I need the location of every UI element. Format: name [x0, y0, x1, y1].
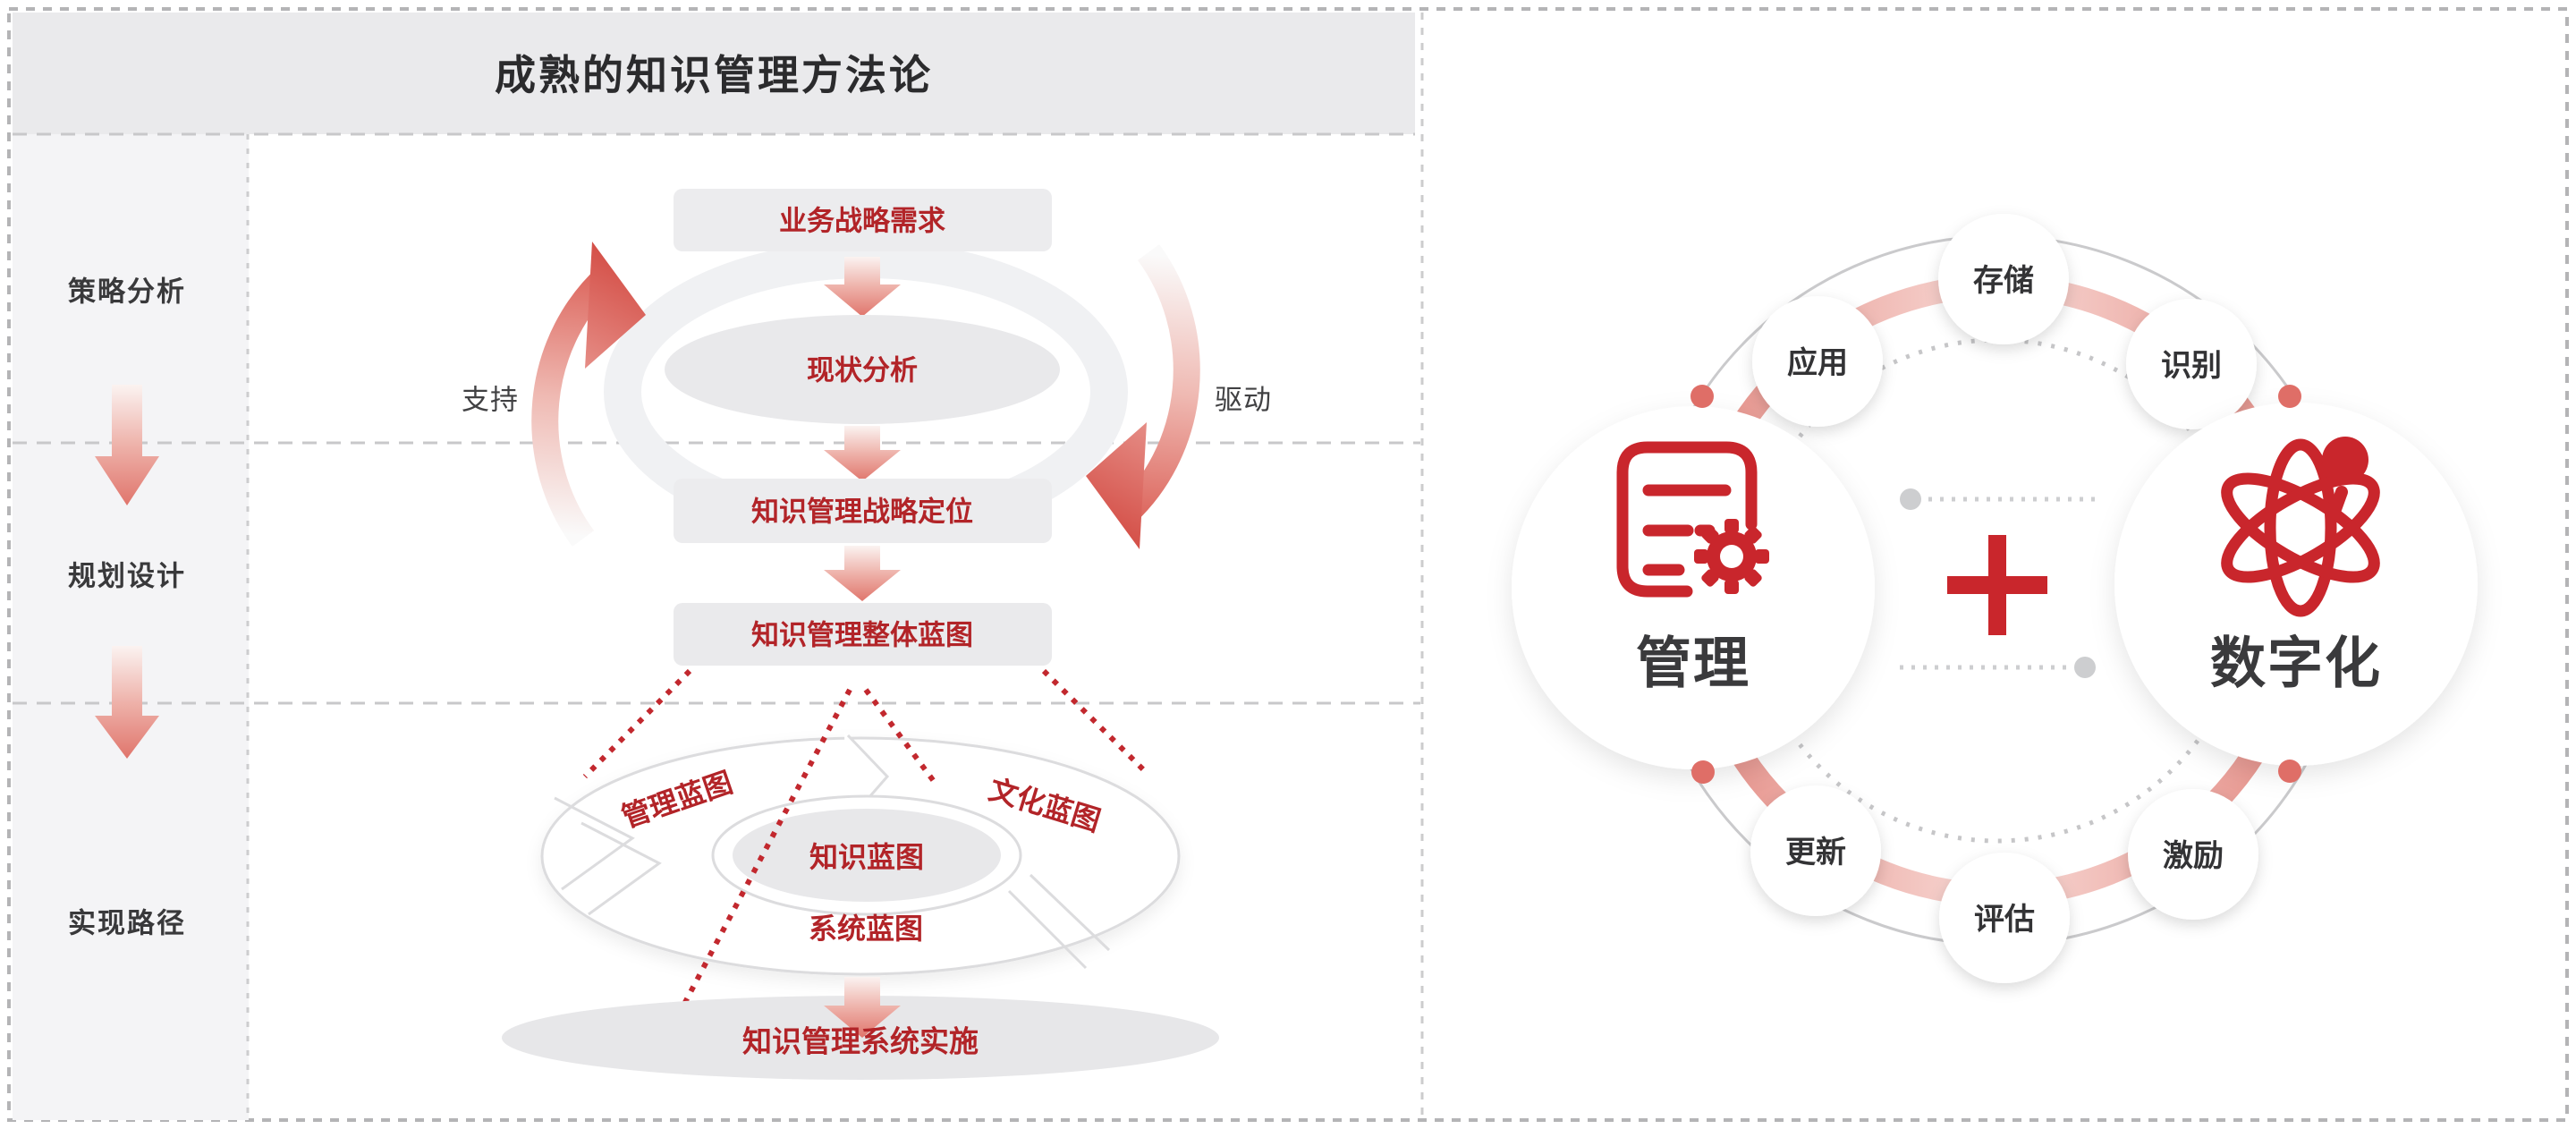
junction-dot-2 — [1691, 760, 1715, 784]
header-band — [13, 13, 1415, 134]
flow-arrow-3 — [824, 546, 901, 601]
methodology-panel: 成熟的知识管理方法论 策略分析 规划设计 实现路径 支持 驱动 业务战略需求 现… — [13, 13, 1424, 1120]
stage-label-planning: 规划设计 — [68, 561, 186, 592]
stage-sidebar — [13, 134, 249, 1120]
flow-box-business-strategy-label: 业务战略需求 — [779, 206, 945, 237]
flow-ellipse-current-state-label: 现状分析 — [807, 355, 918, 386]
cycle-arrow-left — [531, 242, 646, 547]
junction-dot-1 — [1690, 385, 1714, 408]
flow-box-km-positioning — [674, 479, 1052, 543]
node-label-store: 存储 — [1973, 264, 2034, 298]
digital-label: 数字化 — [2210, 633, 2382, 695]
management-label: 管理 — [1636, 633, 1750, 695]
management-digital-panel: 应用 存储 识别 更新 评估 激励 — [1512, 214, 2478, 983]
plus-icon — [1947, 535, 2047, 635]
projection-line-3 — [863, 688, 938, 785]
cycle-nodes: 应用 存储 识别 更新 评估 激励 — [1750, 214, 2258, 983]
stage-arrow-1 — [95, 385, 159, 505]
node-label-evaluate: 评估 — [1974, 903, 2035, 937]
node-label-apply: 应用 — [1787, 346, 1848, 380]
node-label-update: 更新 — [1785, 836, 1846, 870]
projection-line-4 — [1041, 668, 1149, 776]
pie-gap-left-a — [554, 796, 635, 891]
cycle-label-support: 支持 — [462, 385, 519, 416]
cycle-label-drive: 驱动 — [1215, 385, 1272, 416]
node-label-incentive: 激励 — [2163, 839, 2224, 873]
junction-dot-4 — [2278, 760, 2301, 783]
flow-arrow-4 — [824, 977, 901, 1038]
stage-label-implementation: 实现路径 — [68, 908, 186, 939]
blueprint-label-system: 系统蓝图 — [809, 913, 923, 945]
center-connectors — [1900, 488, 2096, 678]
document-gear-icon — [1616, 441, 1769, 598]
flow-box-km-positioning-label: 知识管理战略定位 — [751, 497, 973, 528]
projection-line-1 — [582, 668, 692, 779]
node-circle-update — [1750, 785, 1881, 916]
projection-lines — [582, 668, 1149, 1011]
stage-arrow-2 — [95, 646, 159, 759]
node-circle-evaluate — [1939, 853, 2070, 983]
implementation-ellipse — [502, 996, 1219, 1080]
connector-dot-right — [2074, 657, 2096, 678]
implementation-label: 知识管理系统实施 — [742, 1025, 979, 1058]
flow-arrow-2 — [824, 426, 901, 481]
connector-dot-left — [1900, 488, 1921, 510]
pie-gap-left-b — [580, 821, 662, 916]
flow-arrow-1 — [824, 257, 901, 317]
node-label-identify: 识别 — [2161, 349, 2222, 383]
flow-box-business-strategy — [674, 189, 1052, 251]
junction-dots — [1690, 385, 2301, 784]
pie-gap-right-b — [1029, 873, 1111, 952]
pie-inner-ellipse — [733, 809, 1001, 902]
blueprint-label-knowledge: 知识蓝图 — [809, 841, 924, 873]
node-circle-store — [1938, 214, 2069, 344]
node-circle-incentive — [2128, 789, 2258, 920]
junction-dot-3 — [2278, 385, 2301, 408]
pie-gap-right-a — [1007, 889, 1088, 970]
flow-ellipse-current-state — [665, 315, 1060, 424]
outer-dashed-border — [7, 7, 2569, 1122]
stage-label-analysis: 策略分析 — [68, 276, 186, 308]
node-circle-identify — [2126, 299, 2257, 429]
flow-box-km-blueprint-label: 知识管理整体蓝图 — [751, 620, 973, 651]
node-circle-apply — [1752, 296, 1883, 427]
digital-circle — [2114, 403, 2478, 766]
atom-icon — [2221, 437, 2380, 617]
page-title: 成熟的知识管理方法论 — [495, 52, 933, 98]
flow-box-km-blueprint — [674, 603, 1052, 666]
blueprint-pie — [540, 732, 1181, 976]
management-circle — [1512, 406, 1875, 769]
gear-icon — [1694, 519, 1769, 594]
